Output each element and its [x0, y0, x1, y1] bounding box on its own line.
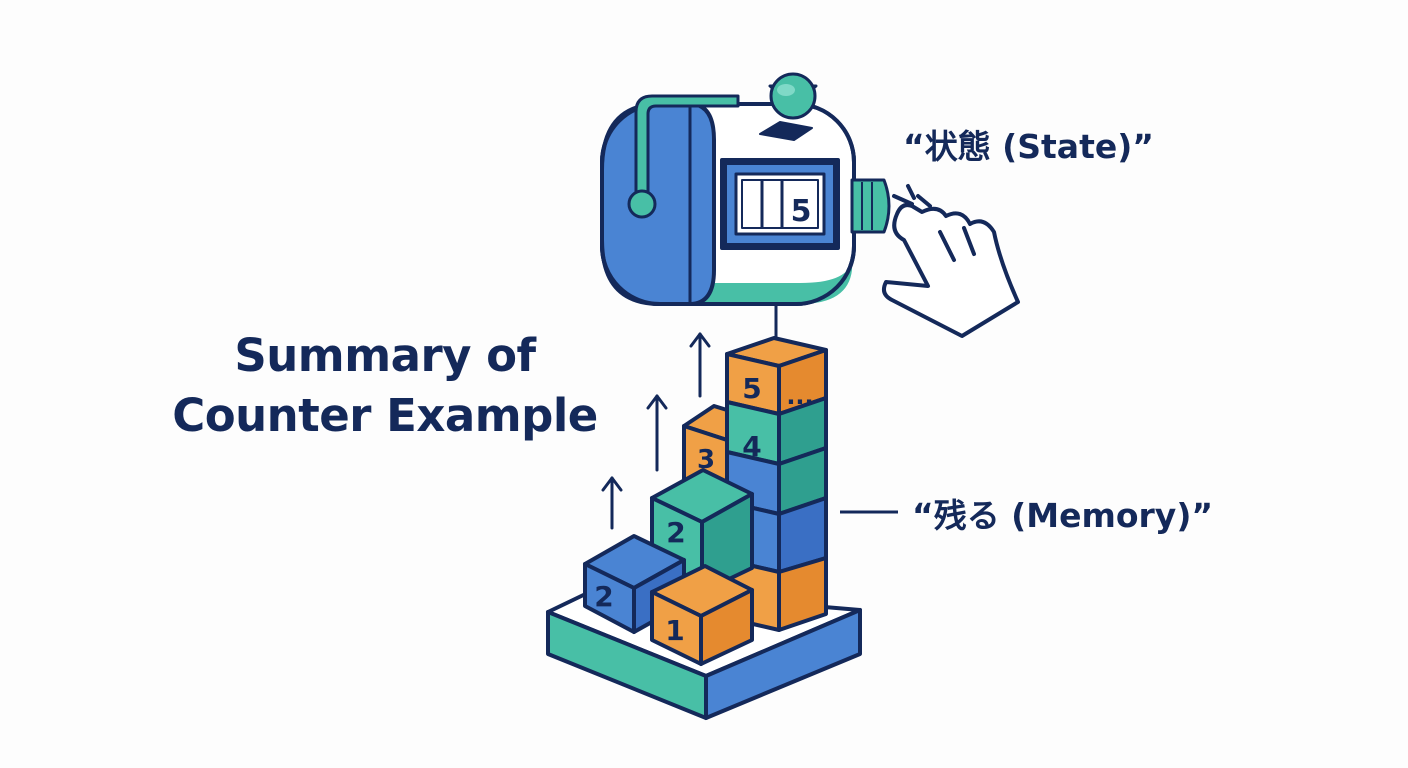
pointing-hand-icon [882, 184, 1020, 338]
block-number-tower-four: 4 [742, 430, 761, 463]
up-arrow-icon [689, 332, 711, 398]
tally-counter-icon [600, 72, 891, 350]
block-number-tower-five: 5 [742, 372, 761, 405]
state-label: “状態 (State)” [903, 127, 1154, 166]
diagram-title: Summary of Counter Example [150, 326, 620, 446]
memory-label: “残る (Memory)” [912, 496, 1214, 535]
block-number-front-left: 2 [594, 580, 613, 613]
block-front-right [650, 564, 754, 666]
up-arrow-icon [601, 476, 623, 530]
title-line-2: Counter Example [172, 389, 598, 442]
block-number-tower-more: ... [786, 382, 813, 410]
block-number-step-three: 3 [697, 445, 715, 475]
up-arrow-icon [646, 394, 668, 472]
counter-digit-3: 5 [791, 194, 812, 229]
growth-arrows [601, 332, 711, 530]
title-line-1: Summary of [234, 329, 536, 382]
block-number-front-right: 1 [665, 614, 684, 647]
block-number-middle: 2 [666, 516, 685, 549]
